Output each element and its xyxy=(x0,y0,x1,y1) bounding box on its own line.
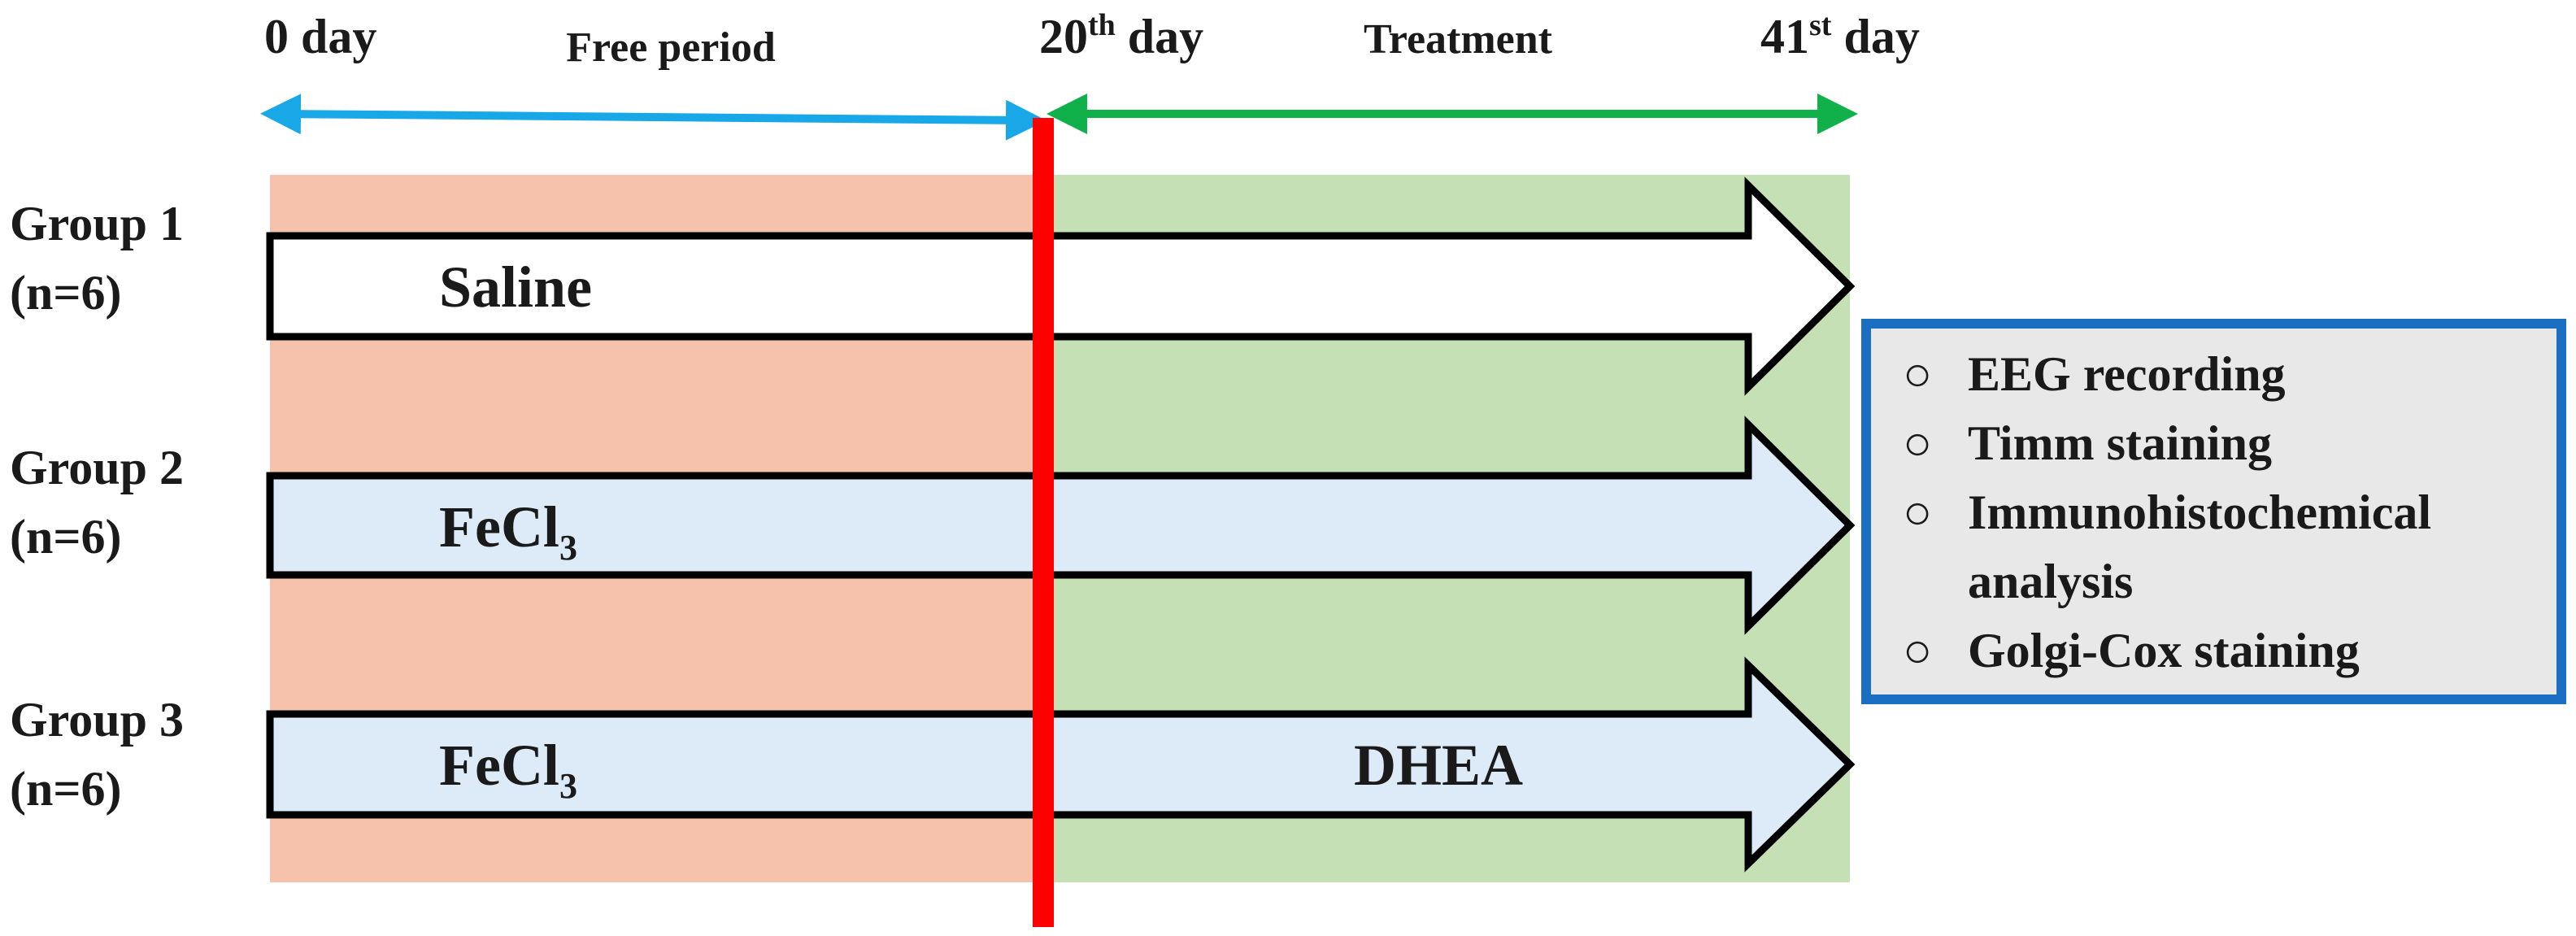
free-period-label: Free period xyxy=(566,24,776,71)
free-period-span-arrow xyxy=(260,94,1046,141)
outcome-bullet-4: ○ xyxy=(1903,624,1932,677)
day-20-label: 20th day xyxy=(1039,8,1203,63)
outcome-item-golgi: Golgi-Cox staining xyxy=(1968,624,2360,677)
group-2-size: (n=6) xyxy=(10,510,122,564)
outcome-item-eeg: EEG recording xyxy=(1968,347,2286,401)
group-2-row: Group 2 (n=6) FeCl3 xyxy=(10,416,1856,635)
outcome-bullet-2: ○ xyxy=(1903,416,1932,470)
outcome-item-immuno-line2: analysis xyxy=(1968,555,2133,608)
group-2-treatment-arrow xyxy=(266,416,1856,635)
group-1-treatment-arrow xyxy=(266,176,1856,396)
day-0-label: 0 day xyxy=(264,10,376,63)
group-1-name: Group 1 xyxy=(10,197,184,250)
day-41-label: 41st day xyxy=(1760,8,1920,63)
group-3-size: (n=6) xyxy=(10,762,122,816)
treatment-label: Treatment xyxy=(1364,16,1553,63)
group-1-size: (n=6) xyxy=(10,266,122,320)
outcome-item-immuno: Immunohistochemical xyxy=(1968,485,2431,539)
group-2-name: Group 2 xyxy=(10,441,184,494)
group-1-phase1-label: Saline xyxy=(439,255,592,320)
group-3-phase2-label: DHEA xyxy=(1354,733,1523,798)
outcome-bullet-1: ○ xyxy=(1903,347,1932,401)
group-3-phase1-label: FeCl3 xyxy=(439,733,577,806)
outcome-bullet-3: ○ xyxy=(1903,485,1932,539)
outcome-measures-box: ○ EEG recording ○ Timm staining ○ Immuno… xyxy=(1861,319,2566,704)
group-3-treatment-arrow xyxy=(266,656,1856,873)
outcome-item-timm: Timm staining xyxy=(1968,416,2272,470)
group-3-name: Group 3 xyxy=(10,693,184,747)
group-1-row: Group 1 (n=6) Saline xyxy=(10,176,1856,396)
outcome-box-frame xyxy=(1861,319,2566,704)
group-3-row: Group 3 (n=6) FeCl3 DHEA xyxy=(10,656,1856,873)
group-2-phase1-label: FeCl3 xyxy=(439,494,577,568)
day-20-divider-line xyxy=(1033,118,1054,927)
